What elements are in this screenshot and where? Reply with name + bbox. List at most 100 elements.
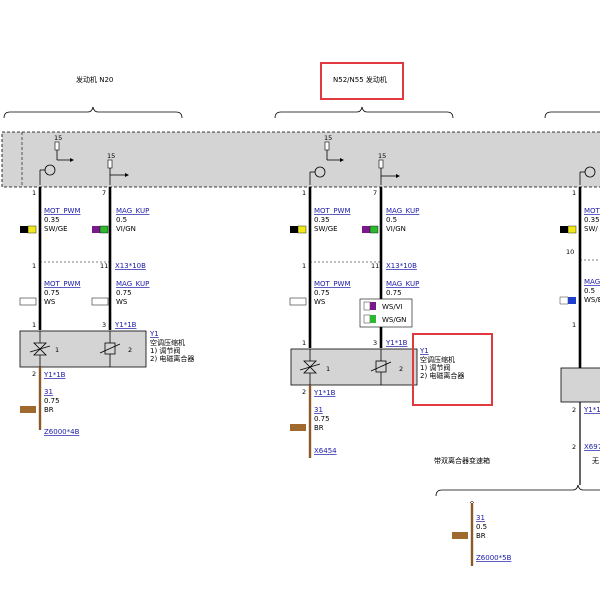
svg-text:0.75: 0.75 bbox=[386, 289, 402, 297]
svg-text:1: 1 bbox=[32, 189, 36, 197]
svg-text:WS: WS bbox=[116, 298, 128, 306]
svg-text:0.5: 0.5 bbox=[476, 523, 487, 531]
svg-text:15: 15 bbox=[378, 152, 386, 160]
svg-text:15: 15 bbox=[54, 134, 62, 142]
svg-text:MOT_PWM: MOT_PWM bbox=[314, 280, 351, 288]
svg-text:Y1*1I: Y1*1I bbox=[583, 406, 600, 414]
svg-text:15: 15 bbox=[324, 134, 332, 142]
svg-text:0.35: 0.35 bbox=[314, 216, 330, 224]
svg-text:VI/GN: VI/GN bbox=[386, 225, 406, 233]
svg-text:1: 1 bbox=[32, 262, 36, 270]
svg-text:X697: X697 bbox=[584, 443, 600, 451]
svg-text:11: 11 bbox=[100, 262, 108, 270]
column-n52: 1 7 MOT_PWM 0.35 SW/GE MAG_KUP 0.5 VI/GN… bbox=[289, 187, 600, 566]
svg-text:Y1: Y1 bbox=[419, 347, 429, 355]
svg-text:1: 1 bbox=[302, 339, 306, 347]
brace-n52 bbox=[274, 106, 454, 119]
svg-text:WS/B: WS/B bbox=[584, 296, 600, 304]
svg-text:VI/GN: VI/GN bbox=[116, 225, 136, 233]
svg-text:MOT_PWM: MOT_PWM bbox=[314, 207, 351, 215]
brace-right bbox=[544, 111, 600, 119]
svg-text:1: 1 bbox=[326, 365, 330, 373]
svg-text:带双离合器变速箱: 带双离合器变速箱 bbox=[434, 456, 490, 465]
svg-text:0.75: 0.75 bbox=[314, 289, 330, 297]
column-n20: 1 7 MOT_PWM 0.35 SW/GE MAG_KUP 0.5 VI/GN… bbox=[19, 187, 194, 436]
svg-text:MOT_PWM: MOT_PWM bbox=[44, 207, 81, 215]
engine-label-n52: N52/N55 发动机 bbox=[333, 75, 387, 84]
svg-text:31: 31 bbox=[476, 514, 485, 522]
svg-text:0.5: 0.5 bbox=[584, 287, 595, 295]
svg-text:1: 1 bbox=[302, 262, 306, 270]
svg-text:MOT_PWM: MOT_PWM bbox=[44, 280, 81, 288]
svg-text:MOT: MOT bbox=[584, 207, 600, 215]
svg-text:BR: BR bbox=[44, 406, 54, 414]
svg-text:Y1*1B: Y1*1B bbox=[114, 321, 137, 329]
svg-text:WS: WS bbox=[314, 298, 326, 306]
ecu-box bbox=[1, 131, 600, 188]
svg-text:MAG_KUP: MAG_KUP bbox=[116, 207, 149, 215]
svg-text:空调压缩机: 空调压缩机 bbox=[150, 338, 185, 347]
ecu-circuit-right bbox=[579, 166, 596, 185]
svg-text:0.75: 0.75 bbox=[44, 289, 60, 297]
svg-text:MAG_KUP: MAG_KUP bbox=[386, 280, 419, 288]
svg-text:2: 2 bbox=[32, 370, 36, 378]
svg-text:Z6000*4B: Z6000*4B bbox=[44, 428, 80, 436]
svg-text:X13*10B: X13*10B bbox=[386, 262, 417, 270]
highlight-box-n52 bbox=[320, 62, 404, 100]
component-y1-n52 bbox=[290, 348, 418, 386]
svg-text:1: 1 bbox=[572, 321, 576, 329]
svg-text:WS/GN: WS/GN bbox=[382, 316, 406, 324]
svg-text:0.5: 0.5 bbox=[116, 216, 127, 224]
svg-text:2: 2 bbox=[302, 388, 306, 396]
svg-text:X13*10B: X13*10B bbox=[115, 262, 146, 270]
svg-text:1: 1 bbox=[55, 346, 59, 354]
svg-text:BR: BR bbox=[314, 424, 324, 432]
svg-text:SW/: SW/ bbox=[584, 225, 598, 233]
svg-text:1) 调节阀: 1) 调节阀 bbox=[420, 363, 450, 372]
svg-text:SW/GE: SW/GE bbox=[44, 225, 68, 233]
svg-text:Y1*1B: Y1*1B bbox=[385, 339, 408, 347]
svg-text:Y1: Y1 bbox=[149, 330, 159, 338]
svg-text:3: 3 bbox=[102, 321, 106, 329]
svg-text:2: 2 bbox=[572, 406, 576, 414]
svg-text:2: 2 bbox=[572, 443, 576, 451]
svg-text:WS: WS bbox=[44, 298, 56, 306]
svg-text:15: 15 bbox=[107, 152, 115, 160]
svg-text:10: 10 bbox=[566, 248, 574, 256]
svg-text:BR: BR bbox=[476, 532, 486, 540]
svg-text:0.75: 0.75 bbox=[314, 415, 330, 423]
svg-text:无: 无 bbox=[592, 457, 599, 465]
svg-text:Y1*1B: Y1*1B bbox=[43, 371, 66, 379]
svg-text:11: 11 bbox=[371, 262, 379, 270]
svg-text:1: 1 bbox=[32, 321, 36, 329]
svg-text:2: 2 bbox=[399, 365, 403, 373]
svg-text:2) 电磁离合器: 2) 电磁离合器 bbox=[150, 354, 194, 363]
svg-text:X6454: X6454 bbox=[314, 447, 337, 455]
svg-text:1: 1 bbox=[302, 189, 306, 197]
svg-text:1) 调节阀: 1) 调节阀 bbox=[150, 346, 180, 355]
svg-text:WS/VI: WS/VI bbox=[382, 303, 403, 311]
svg-text:0.75: 0.75 bbox=[116, 289, 132, 297]
brace-gearbox bbox=[435, 484, 600, 497]
column-right-truncated: 1 MOT 0.35 SW/ 10 MAG 0.5 WS/B 1 2 Y1*1I… bbox=[559, 187, 600, 485]
svg-text:MAG_KUP: MAG_KUP bbox=[116, 280, 149, 288]
svg-text:2: 2 bbox=[128, 346, 132, 354]
svg-text:0.35: 0.35 bbox=[584, 216, 600, 224]
svg-text:0.5: 0.5 bbox=[386, 216, 397, 224]
ecu-circuit-middle: 15 15 bbox=[309, 134, 400, 185]
svg-text:0.75: 0.75 bbox=[44, 397, 60, 405]
svg-text:空调压缩机: 空调压缩机 bbox=[420, 355, 455, 364]
svg-text:Z6000*5B: Z6000*5B bbox=[476, 554, 512, 562]
svg-text:MAG_KUP: MAG_KUP bbox=[386, 207, 419, 215]
svg-text:0.35: 0.35 bbox=[44, 216, 60, 224]
brace-n20 bbox=[3, 106, 183, 119]
svg-text:31: 31 bbox=[314, 406, 323, 414]
svg-text:31: 31 bbox=[44, 388, 53, 396]
ecu-circuit-left: 15 15 bbox=[39, 134, 129, 185]
svg-text:MAG: MAG bbox=[584, 278, 600, 286]
engine-label-n20: 发动机 N20 bbox=[76, 75, 113, 84]
svg-text:1: 1 bbox=[572, 189, 576, 197]
highlight-box-component bbox=[412, 333, 493, 406]
